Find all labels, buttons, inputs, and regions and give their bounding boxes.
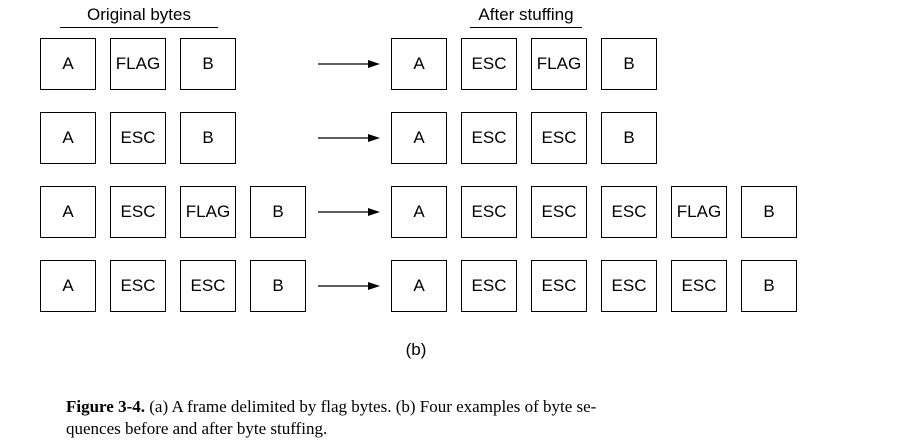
stuffed-byte-box: ESC xyxy=(601,260,657,312)
stuffed-byte-box: ESC xyxy=(461,38,517,90)
original-byte-box: A xyxy=(40,186,96,238)
after-stuffing-heading: After stuffing xyxy=(478,5,574,24)
original-byte-box: ESC xyxy=(110,186,166,238)
stuffed-byte-box: B xyxy=(741,260,797,312)
after-stuffing-underline xyxy=(470,27,582,28)
stuffed-byte-box: FLAG xyxy=(671,186,727,238)
arrow-right-icon xyxy=(318,282,380,290)
stuffed-byte-box: ESC xyxy=(531,260,587,312)
arrow-right-icon xyxy=(318,60,380,68)
stuffed-byte-box: ESC xyxy=(531,186,587,238)
stuffed-byte-box: A xyxy=(391,186,447,238)
original-byte-box: A xyxy=(40,112,96,164)
stuffed-byte-box: ESC xyxy=(461,260,517,312)
original-byte-box: ESC xyxy=(110,112,166,164)
stuffed-byte-box: B xyxy=(741,186,797,238)
original-byte-box: B xyxy=(250,186,306,238)
stuffed-byte-box: A xyxy=(391,112,447,164)
original-byte-box: B xyxy=(250,260,306,312)
caption-text-line-2: quences before and after byte stuffing. xyxy=(66,419,328,438)
caption-text-line-1: (a) A frame delimited by flag bytes. (b)… xyxy=(149,397,597,416)
stuffed-byte-box: ESC xyxy=(601,186,657,238)
original-bytes-underline xyxy=(60,27,218,28)
stuffed-byte-box: A xyxy=(391,260,447,312)
arrow-right-icon xyxy=(318,134,380,142)
figure-caption: Figure 3-4. (a) A frame delimited by fla… xyxy=(66,396,826,440)
stuffed-byte-box: ESC xyxy=(461,112,517,164)
original-bytes-heading: Original bytes xyxy=(87,5,191,24)
stuffed-byte-box: ESC xyxy=(461,186,517,238)
original-byte-box: ESC xyxy=(110,260,166,312)
original-byte-box: FLAG xyxy=(180,186,236,238)
stuffed-byte-box: FLAG xyxy=(531,38,587,90)
stuffed-byte-box: A xyxy=(391,38,447,90)
original-byte-box: ESC xyxy=(180,260,236,312)
subfigure-label: (b) xyxy=(405,340,427,359)
original-byte-box: A xyxy=(40,260,96,312)
stuffed-byte-box: ESC xyxy=(671,260,727,312)
original-byte-box: B xyxy=(180,112,236,164)
arrow-right-icon xyxy=(318,208,380,216)
original-byte-box: B xyxy=(180,38,236,90)
caption-label: Figure 3-4. xyxy=(66,397,146,416)
stuffed-byte-box: ESC xyxy=(531,112,587,164)
stuffed-byte-box: B xyxy=(601,112,657,164)
stuffed-byte-box: B xyxy=(601,38,657,90)
original-byte-box: A xyxy=(40,38,96,90)
original-byte-box: FLAG xyxy=(110,38,166,90)
